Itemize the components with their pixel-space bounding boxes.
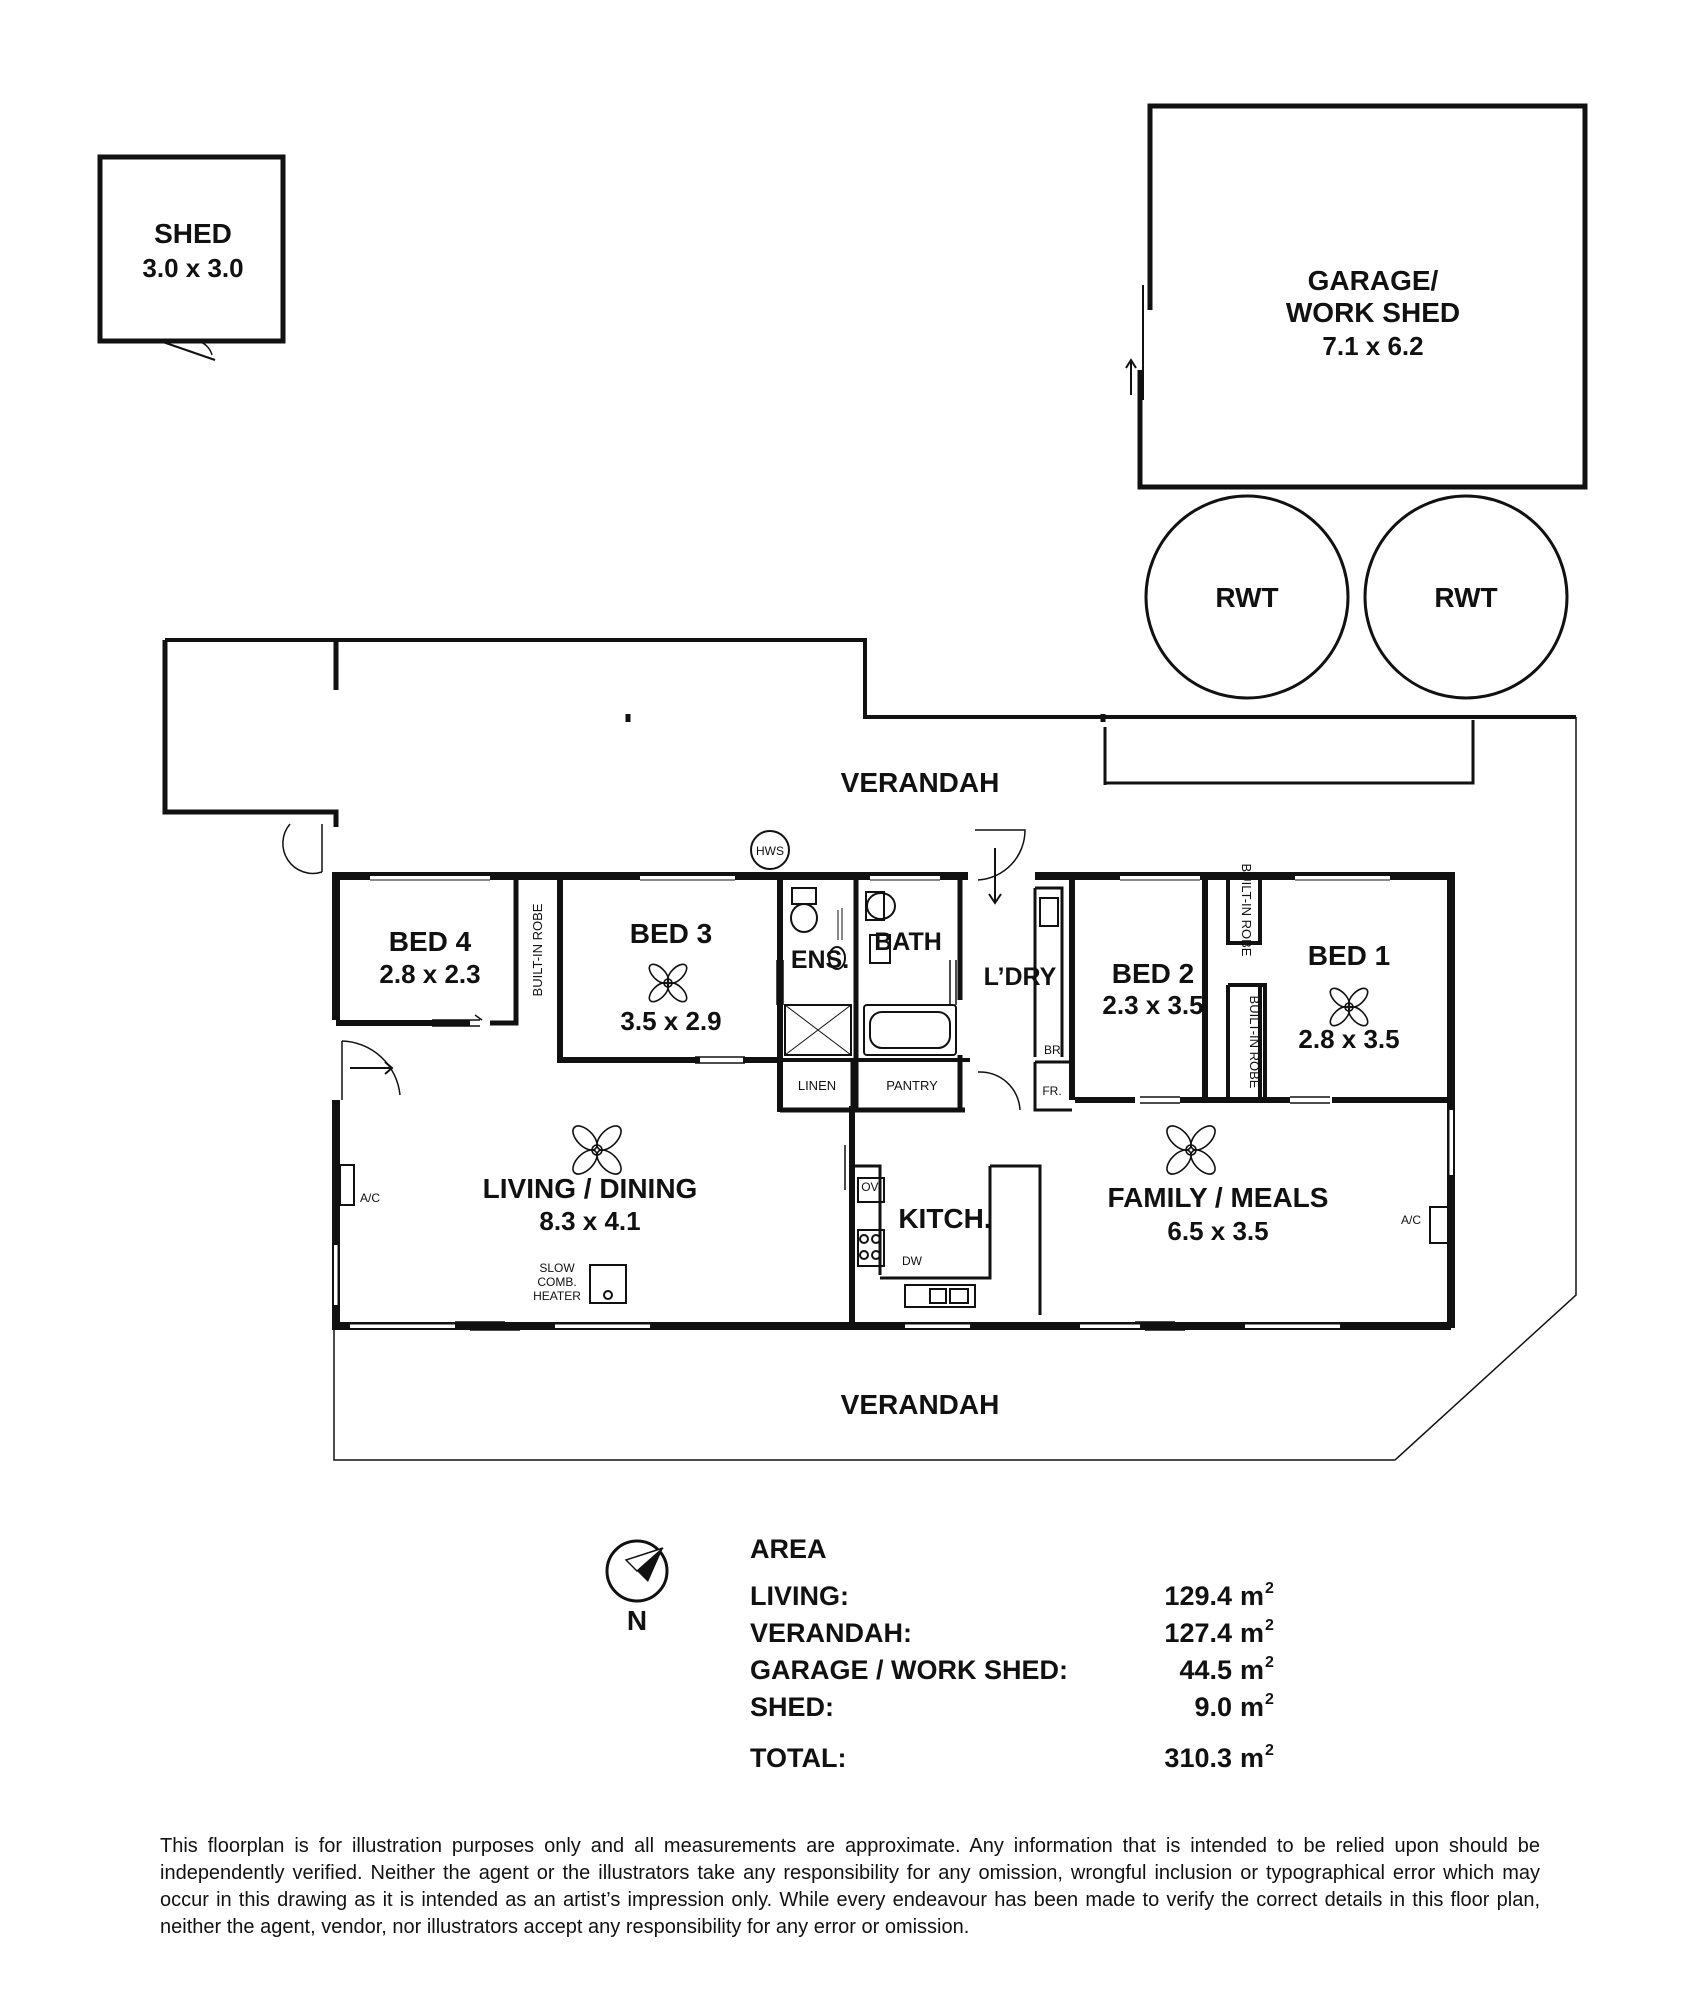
north-compass: N [605, 1539, 669, 1636]
fridge-label: FR. [1042, 1084, 1061, 1098]
ceiling-fan-icon [572, 1125, 622, 1175]
unit-sup: 2 [1265, 1654, 1274, 1671]
family-dims: 6.5 x 3.5 [1167, 1216, 1268, 1246]
heater-line1: SLOW [539, 1261, 575, 1275]
laundry-label: L’DRY [984, 963, 1057, 991]
unit: m [1240, 1655, 1264, 1685]
unit-sup: 2 [1265, 1617, 1274, 1634]
robe-bed4: BUILT-IN ROBE [530, 903, 545, 996]
unit: m [1240, 1581, 1264, 1611]
garage-name-line1: GARAGE/ [1308, 265, 1439, 296]
disclaimer-text: This floorplan is for illustration purpo… [160, 1835, 1540, 1938]
rainwater-tanks: RWT RWT [1144, 494, 1569, 700]
ceiling-fan-icon [1166, 1125, 1216, 1175]
bed2-name: BED 2 [1112, 958, 1194, 989]
heater-line2: COMB. [537, 1275, 576, 1289]
living-name: LIVING / DINING [483, 1173, 698, 1204]
bed3-name: BED 3 [630, 918, 712, 949]
bed3-dims: 3.5 x 2.9 [620, 1006, 721, 1036]
bed4-dims: 2.8 x 2.3 [379, 959, 480, 989]
bed1-name: BED 1 [1308, 940, 1390, 971]
unit-sup: 2 [1265, 1691, 1274, 1708]
rwt-left: RWT [1215, 582, 1278, 613]
area-row-value: 129.4 [1164, 1581, 1232, 1611]
verandah-top-label: VERANDAH [841, 767, 1000, 798]
kitchen-label: KITCH. [898, 1203, 991, 1234]
verandah-bottom-label: VERANDAH [841, 1389, 1000, 1420]
area-row-label: GARAGE / WORK SHED: [750, 1655, 1068, 1685]
area-row-value: 44.5 [1179, 1655, 1232, 1685]
ac-left-label: A/C [360, 1191, 380, 1205]
hws-label: HWS [756, 844, 784, 858]
heater-line3: HEATER [533, 1289, 581, 1303]
shed-name: SHED [154, 218, 232, 249]
area-title: AREA [750, 1534, 827, 1564]
shed: SHED 3.0 x 3.0 [97, 154, 286, 361]
bed1-dims: 2.8 x 3.5 [1298, 1024, 1399, 1054]
unit: m [1240, 1743, 1264, 1773]
rwt-right: RWT [1434, 582, 1497, 613]
area-units: m 2 m 2 m 2 m 2 m 2 [1240, 1580, 1274, 1773]
compass-needle-icon [637, 1548, 663, 1582]
living-dims: 8.3 x 4.1 [539, 1206, 640, 1236]
area-row-label: SHED: [750, 1692, 834, 1722]
unit: m [1240, 1618, 1264, 1648]
compass-label: N [627, 1605, 647, 1636]
fixtures [339, 887, 1451, 1308]
bed2-dims: 2.3 x 3.5 [1102, 990, 1203, 1020]
family-name: FAMILY / MEALS [1108, 1182, 1329, 1213]
robe-bed2: BUILT-IN ROBE [1239, 864, 1254, 957]
linen-label: LINEN [798, 1078, 836, 1093]
ceiling-fans [572, 963, 1369, 1175]
ac-right-label: A/C [1401, 1213, 1421, 1227]
bath-label: BATH [874, 928, 942, 956]
area-total-value: 310.3 [1164, 1743, 1232, 1773]
bed4-name: BED 4 [389, 926, 472, 957]
oven-label: OV. [861, 1180, 881, 1194]
garage: GARAGE/ WORK SHED 7.1 x 6.2 [1125, 103, 1588, 490]
garage-name-line2: WORK SHED [1286, 297, 1460, 328]
shed-dims: 3.0 x 3.0 [142, 253, 243, 283]
hot-water-system: HWS [750, 830, 790, 870]
dishwasher-label: DW [902, 1254, 923, 1268]
area-row-label: VERANDAH: [750, 1618, 912, 1648]
unit-sup: 2 [1265, 1742, 1274, 1759]
ceiling-fan-icon [1329, 987, 1369, 1027]
house-walls [332, 872, 1455, 1330]
unit: m [1240, 1692, 1264, 1722]
unit-sup: 2 [1265, 1580, 1274, 1597]
area-row-value: 127.4 [1164, 1618, 1232, 1648]
area-summary: AREA LIVING: VERANDAH: GARAGE / WORK SHE… [750, 1534, 1274, 1773]
verandah-outline [162, 638, 1577, 1461]
area-row-value: 9.0 [1194, 1692, 1232, 1722]
broom-label: BR. [1044, 1043, 1064, 1057]
area-total-label: TOTAL: [750, 1743, 846, 1773]
robe-bed1: BUILT-IN ROBE [1247, 996, 1262, 1089]
ceiling-fan-icon [648, 963, 688, 1003]
garage-dims: 7.1 x 6.2 [1322, 331, 1423, 361]
ensuite-label: ENS. [791, 946, 849, 974]
pantry-label: PANTRY [886, 1078, 938, 1093]
doors [341, 829, 1330, 1331]
area-row-label: LIVING: [750, 1581, 849, 1611]
